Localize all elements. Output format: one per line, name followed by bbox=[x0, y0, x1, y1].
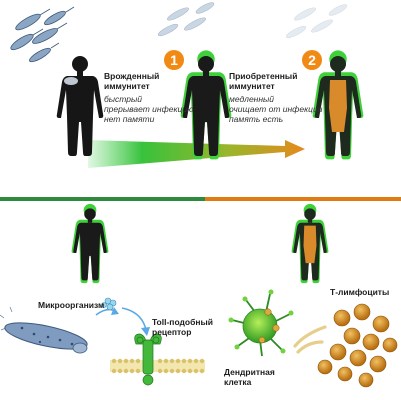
label-t-lymphocytes: Т-лимфоциты bbox=[330, 287, 390, 297]
innate-title-line1: Врожденный bbox=[104, 71, 160, 81]
innate-desc-line3: нет памяти bbox=[104, 114, 155, 124]
adaptive-title-line2: иммунитет bbox=[229, 81, 275, 91]
step-badge-2: 2 bbox=[302, 50, 322, 70]
arrow-fragment-to-receptor bbox=[121, 307, 147, 331]
section-divider-green bbox=[0, 197, 205, 201]
pathogen-cluster-right bbox=[285, 4, 348, 39]
innate-desc-line1: быстрый bbox=[104, 94, 142, 104]
adaptive-title-line1: Приобретенный bbox=[229, 71, 298, 81]
arrow-head-2 bbox=[141, 327, 150, 336]
innate-title-line2: иммунитет bbox=[104, 81, 150, 91]
adaptive-desc-line2: очищает от инфекции bbox=[229, 104, 323, 114]
pathogen-cluster-middle bbox=[157, 2, 215, 37]
arrow-tcells-to-dendritic bbox=[293, 325, 327, 348]
cell-membrane bbox=[110, 358, 205, 374]
arrow-tcells-to-dendritic-2 bbox=[296, 340, 324, 354]
adaptive-desc-line3: память есть bbox=[229, 114, 284, 124]
arrow-head-1 bbox=[111, 307, 119, 315]
label-toll-line1: Toll-подобный bbox=[152, 317, 213, 327]
adaptive-desc-line1: медленный bbox=[229, 94, 275, 104]
toll-like-receptor bbox=[134, 333, 162, 386]
label-toll-line2: рецептор bbox=[152, 327, 192, 337]
t-lymphocyte-cluster bbox=[317, 303, 398, 388]
human-figure-innate bbox=[56, 56, 104, 156]
section-divider-orange bbox=[205, 197, 401, 201]
step-badge-1: 1 bbox=[164, 50, 184, 70]
innate-desc-line2: прерывает инфекцию bbox=[104, 104, 194, 114]
human-figure-bottom-right bbox=[291, 203, 329, 284]
microorganism-illustration bbox=[0, 306, 88, 354]
label-dendritic-line2: клетка bbox=[224, 377, 252, 387]
pathogen-fragment bbox=[101, 297, 117, 311]
label-dendritic-line1: Дендритная bbox=[224, 367, 275, 377]
label-microorganism: Микроорганизм bbox=[38, 300, 105, 310]
human-figure-bottom-left bbox=[71, 203, 109, 284]
dendritic-cell bbox=[228, 289, 294, 357]
pathogen-cluster-left bbox=[10, 6, 75, 63]
